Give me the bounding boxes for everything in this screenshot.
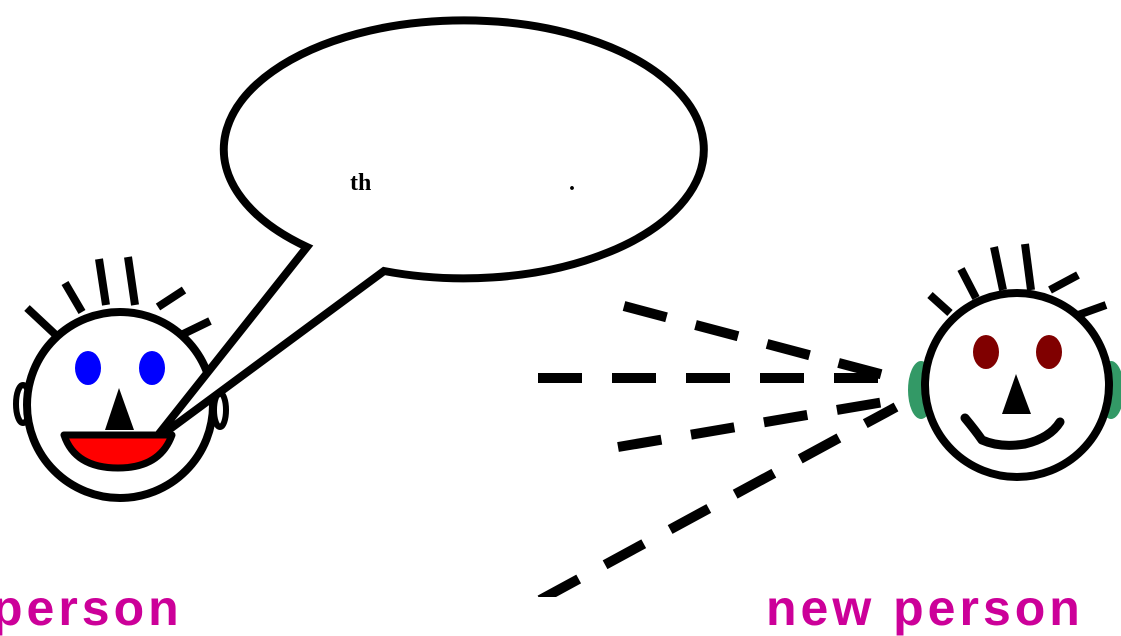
sound-lines [538, 306, 896, 597]
speaker-left-eye [75, 351, 101, 385]
speaker-right-eye [139, 351, 165, 385]
speech-bubble-text-left: th [350, 170, 371, 196]
listener-label: new person [766, 583, 1084, 633]
speaker-face [16, 257, 226, 498]
listener-face [908, 244, 1121, 477]
speech-bubble-outline [162, 20, 704, 432]
speaker-label: person [0, 583, 183, 633]
speech-bubble: th . [162, 20, 704, 432]
speech-bubble-text-right: . [569, 170, 575, 196]
listener-right-eye [1036, 335, 1062, 369]
sound-line-1 [624, 306, 884, 375]
diagram-canvas: th . [0, 0, 1121, 597]
sound-line-3 [618, 402, 884, 447]
sound-line-4 [540, 407, 896, 597]
listener-left-eye [973, 335, 999, 369]
